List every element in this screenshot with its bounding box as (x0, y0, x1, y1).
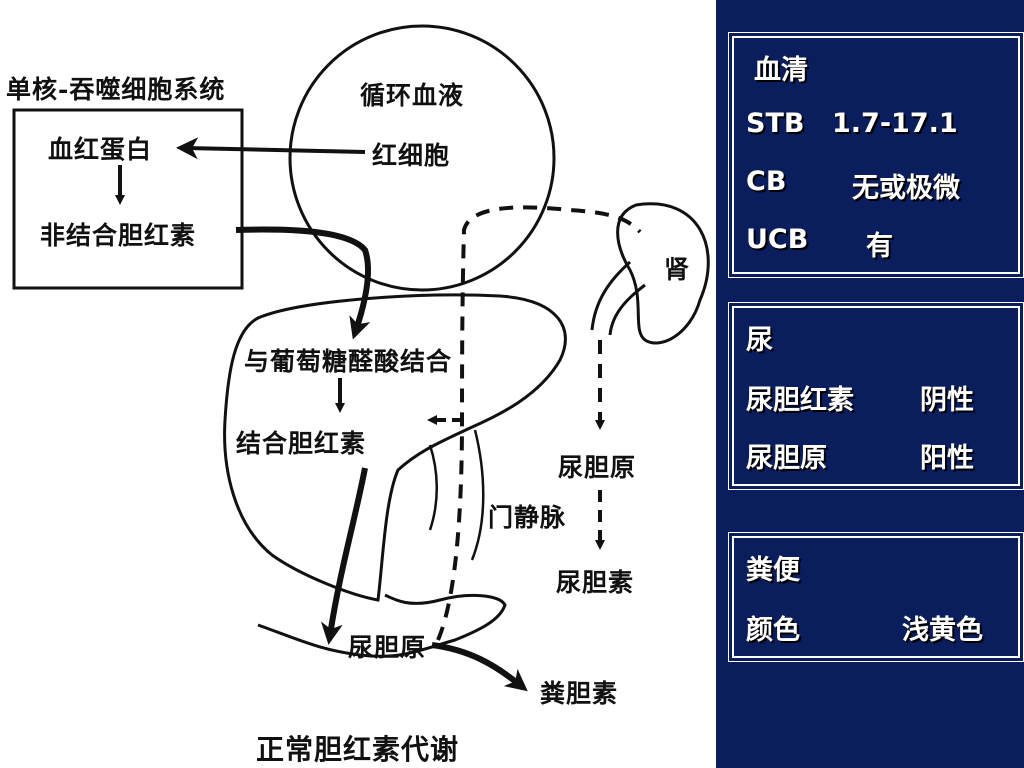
blood-circle (288, 24, 556, 292)
phagocyte-system-box (12, 108, 244, 290)
serum-stb-value: 1.7-17.1 (832, 108, 958, 139)
ureter (590, 260, 632, 331)
glucuronide-binding-label: 与葡萄糖醛酸结合 (244, 347, 453, 376)
serum-title: 血清 (754, 55, 808, 86)
serum-ucb-label: UCB (746, 224, 809, 255)
urine-urobilinogen-label: 尿胆原 (746, 443, 827, 474)
urine-box: 尿 尿胆红素 阴性 尿胆原 阳性 (728, 302, 1024, 490)
portal-vein-right (470, 429, 485, 561)
kidney-shape (616, 202, 710, 345)
stool-color-value: 浅黄色 (902, 615, 983, 646)
portal-vein-label: 门静脉 (488, 503, 567, 532)
arrow-to-stercobilin (431, 642, 528, 692)
stool-box: 粪便 颜色 浅黄色 (728, 532, 1024, 662)
dashed-enterohepatic (436, 205, 642, 641)
ureter-inner (608, 283, 646, 336)
stool-color-label: 颜色 (746, 615, 800, 646)
serum-cb-label: CB (746, 166, 787, 197)
liver-shape (223, 293, 567, 602)
intestine-shape (257, 593, 507, 658)
hemoglobin-label: 血红蛋白 (48, 135, 153, 164)
arrow-cb-to-urobilinogen (320, 467, 368, 645)
circulating-blood-label: 循环血液 (360, 81, 465, 110)
diagram-drawing (12, 24, 710, 692)
arrow-rbc-to-hb (176, 137, 366, 160)
stercobilin-label: 粪胆素 (540, 679, 619, 708)
diagram-caption: 正常胆红素代谢 (256, 733, 460, 766)
serum-ucb-value: 有 (866, 231, 893, 262)
stool-title: 粪便 (746, 555, 800, 586)
system-title: 单核-吞噬细胞系统 (6, 75, 226, 104)
conjugated-bilirubin-label: 结合胆红素 (236, 429, 367, 458)
red-blood-cell-label: 红细胞 (372, 141, 451, 170)
serum-cb-value: 无或极微 (852, 173, 960, 204)
portal-vein-left (428, 444, 438, 531)
urine-title: 尿 (746, 325, 773, 356)
urine-bilirubin-value: 阴性 (920, 385, 974, 416)
intestine-urobilinogen-label: 尿胆原 (348, 633, 427, 662)
serum-stb-label: STB (746, 108, 805, 139)
arrow-ucb-to-liver (235, 226, 372, 340)
urine-urobilinogen-value: 阳性 (920, 443, 974, 474)
serum-box: 血清 STB 1.7-17.1 CB 无或极微 UCB 有 (728, 32, 1024, 278)
urobilin-label: 尿胆素 (556, 568, 635, 597)
urine-bilirubin-label: 尿胆红素 (746, 385, 854, 416)
kidney-label: 肾 (664, 255, 691, 284)
urine-urobilinogen-label: 尿胆原 (558, 453, 637, 482)
unconjugated-bilirubin-label: 非结合胆红素 (40, 221, 197, 250)
bilirubin-metabolism-diagram: 单核-吞噬细胞系统 血红蛋白 非结合胆红素 循环血液 红细胞 肾 与葡萄糖醛酸结… (0, 0, 716, 768)
